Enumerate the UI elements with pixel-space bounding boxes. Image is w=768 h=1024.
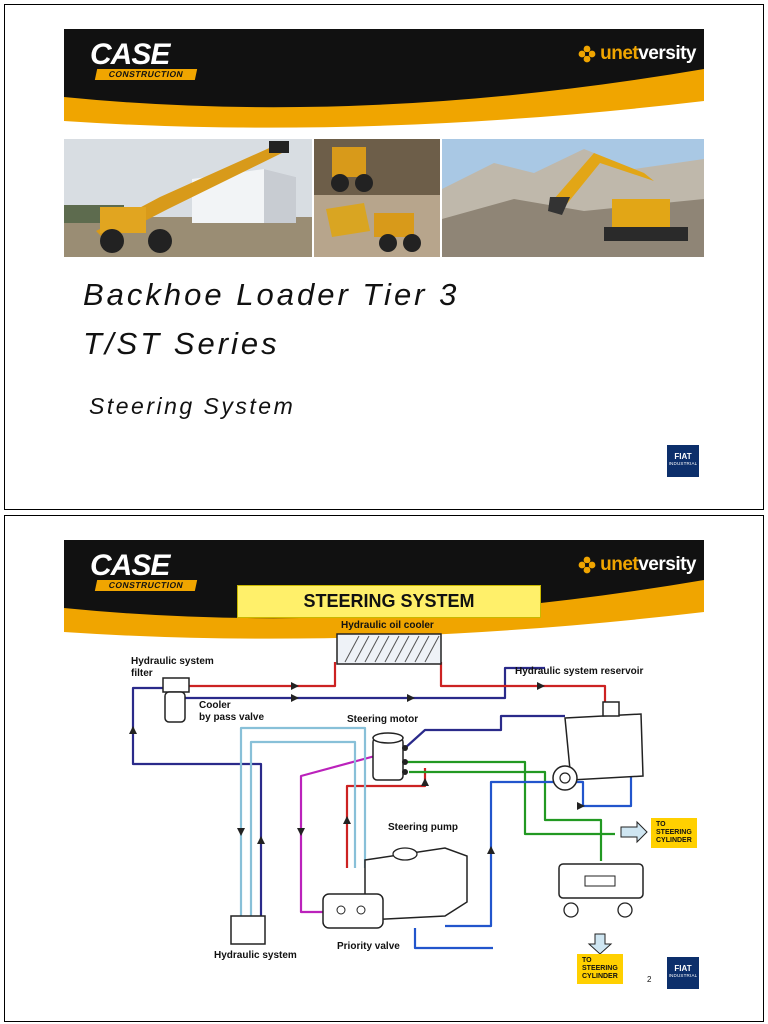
- drain-line-2: [413, 928, 493, 950]
- slide-title-line-2: T/ST Series: [83, 326, 280, 361]
- cylinder-line-bottom: [409, 770, 603, 861]
- tag-bottom-line-3: CYLINDER: [582, 973, 618, 980]
- suction-line-2: [249, 740, 357, 916]
- tag-right-line-2: STEERING: [656, 829, 692, 836]
- unet-logo-prefix: unet: [600, 43, 639, 64]
- steering-pump-component: [322, 847, 468, 929]
- oil-cooler-component: [336, 633, 442, 665]
- label-oil-cooler: Hydraulic oil cooler: [341, 620, 434, 631]
- tag-to-steering-cylinder-right: TO STEERING CYLINDER: [651, 818, 697, 848]
- tag-bottom-line-1: TO: [582, 957, 592, 964]
- section-title: STEERING SYSTEM: [237, 585, 541, 618]
- tag-right-line-3: CYLINDER: [656, 837, 692, 844]
- unet-logo-prefix: unet: [600, 554, 639, 575]
- motor-line: [299, 754, 376, 914]
- unetversity-logo: unetversity: [578, 554, 696, 576]
- banner-background: [64, 29, 704, 139]
- pressure-line: [187, 662, 337, 688]
- telehandler-photo: [64, 139, 312, 257]
- slide-title-line-1: Backhoe Loader Tier 3: [83, 277, 460, 312]
- hydraulic-system-box: [230, 915, 266, 945]
- case-construction-logo: CASE CONSTRUCTION: [90, 38, 202, 81]
- fiat-industrial-logo: FIAT INDUSTRIAL: [667, 957, 699, 989]
- machine-photo-strip: [64, 139, 704, 257]
- filter-component: [162, 677, 190, 723]
- label-bypass-line-2: by pass valve: [199, 712, 265, 723]
- steering-hydraulic-diagram: [129, 633, 648, 955]
- label-steering-motor: Steering motor: [347, 714, 419, 725]
- tag-bottom-line-2: STEERING: [582, 965, 618, 972]
- return-line-motor: [404, 714, 565, 749]
- slide-2: CASE CONSTRUCTION unetversity STEERING S…: [4, 515, 764, 1022]
- tag-to-steering-cylinder-bottom: TO STEERING CYLINDER: [577, 954, 623, 984]
- steering-motor-component: [372, 732, 408, 781]
- label-filter-line-2: filter: [131, 668, 153, 679]
- header-banner: CASE CONSTRUCTION unetversity: [64, 29, 704, 139]
- drain-line: [445, 776, 633, 928]
- reservoir-component: [552, 701, 644, 791]
- case-construction-logo: CASE CONSTRUCTION: [90, 549, 202, 592]
- cylinder-line-right: [405, 760, 615, 836]
- slide-subtitle: Steering System: [89, 393, 296, 419]
- tag-right-line-1: TO: [656, 821, 666, 828]
- unet-flower-icon: [578, 556, 596, 574]
- return-line: [179, 666, 545, 700]
- unet-logo-suffix: versity: [638, 43, 696, 64]
- pressure-line-cooler: [439, 662, 607, 712]
- label-filter-line-1: Hydraulic system: [131, 656, 214, 667]
- pressure-line-pump: [345, 768, 427, 868]
- arrow-to-right-cylinder: [620, 820, 648, 844]
- fiat-logo-line-1: FIAT: [674, 964, 692, 973]
- case-logo-word: CASE: [90, 549, 170, 582]
- label-bypass-line-1: Cooler: [199, 700, 231, 711]
- unetversity-logo: unetversity: [578, 43, 696, 65]
- fiat-logo-line-2: INDUSTRIAL: [668, 461, 698, 466]
- page-number: 2: [647, 975, 652, 984]
- label-hydraulic-system: Hydraulic system: [214, 950, 297, 961]
- label-steering-pump: Steering pump: [388, 822, 459, 833]
- label-reservoir: Hydraulic system reservoir: [515, 666, 644, 677]
- unet-logo-suffix: versity: [638, 554, 696, 575]
- unet-flower-icon: [578, 45, 596, 63]
- fiat-logo-line-2: INDUSTRIAL: [668, 973, 698, 978]
- steering-valve-component: [558, 863, 644, 918]
- slide-1: CASE CONSTRUCTION unetversity: [4, 4, 764, 510]
- return-line-loop: [131, 686, 263, 916]
- arrow-to-bottom-cylinder: [587, 933, 613, 955]
- fiat-logo-line-1: FIAT: [674, 452, 692, 461]
- case-logo-word: CASE: [90, 38, 170, 71]
- excavator-photo: [442, 139, 704, 257]
- case-logo-sub: CONSTRUCTION: [94, 69, 198, 80]
- fiat-industrial-logo: FIAT INDUSTRIAL: [667, 445, 699, 477]
- header-banner: CASE CONSTRUCTION unetversity: [64, 540, 704, 650]
- label-priority-valve: Priority valve: [337, 941, 400, 952]
- suction-line: [239, 726, 367, 916]
- loader-photo: [314, 139, 440, 257]
